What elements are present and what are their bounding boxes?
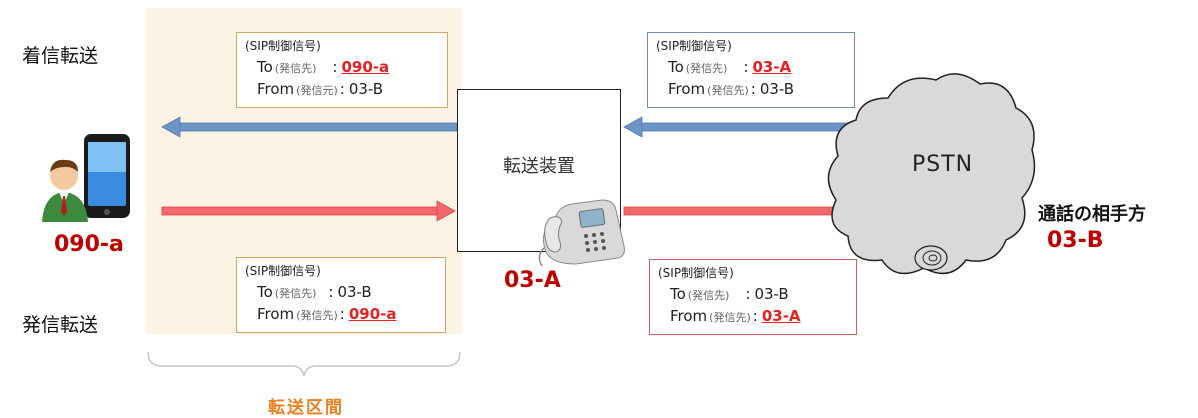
from-key: From (668, 80, 706, 98)
signal-to-row: To (発信先) : 03-A (656, 57, 846, 79)
signal-header: (SIP制御信号) (656, 39, 732, 53)
signal-box-incoming-left: (SIP制御信号) To (発信先) : 090-a From (発信元) : … (236, 32, 448, 108)
from-value: 03-B (759, 80, 795, 98)
to-sub: (発信先) (274, 287, 317, 300)
from-key: From (257, 305, 295, 323)
to-sep: : (743, 58, 749, 76)
partner-label: 通話の相手方 (1038, 204, 1146, 225)
outgoing-arrow-left (161, 200, 456, 222)
signal-header: (SIP制御信号) (658, 266, 734, 280)
from-sub: (発信先) (707, 84, 749, 97)
forwarding-section-label: 転送区間 (268, 398, 344, 418)
to-key: To (668, 58, 684, 76)
to-value: 03-B (754, 285, 789, 303)
signal-header: (SIP制御信号) (245, 39, 321, 53)
from-sub: (発信元) (296, 84, 338, 97)
incoming-arrow-left (161, 116, 458, 138)
from-sub: (発信先) (709, 311, 751, 324)
to-value: 090-a (341, 58, 390, 76)
to-sub: (発信先) (685, 62, 728, 75)
from-value: 090-a (348, 305, 397, 323)
signal-box-outgoing-right: (SIP制御信号) To (発信先) : 03-B From (発信先) : 0… (649, 259, 857, 335)
from-sub: (発信先) (296, 309, 338, 322)
to-key: To (670, 285, 686, 303)
signal-to-row: To (発信先) : 03-B (245, 282, 437, 304)
forwarding-section-brace (147, 351, 461, 377)
from-sep: : (339, 305, 345, 323)
from-sep: : (339, 80, 345, 98)
partner-number: 03-B (1047, 228, 1104, 253)
from-sep: : (752, 307, 758, 325)
from-value: 03-B (348, 80, 384, 98)
from-value: 03-A (761, 307, 801, 325)
from-sep: : (750, 80, 756, 98)
to-value: 03-B (337, 283, 372, 301)
signal-box-outgoing-left: (SIP制御信号) To (発信先) : 03-B From (発信先) : 0… (236, 257, 446, 333)
to-sub: (発信先) (687, 289, 730, 302)
desk-phone-icon (536, 192, 628, 268)
to-sep: : (328, 283, 334, 301)
signal-box-incoming-right: (SIP制御信号) To (発信先) : 03-A From (発信先) : 0… (647, 32, 855, 108)
signal-header: (SIP制御信号) (245, 264, 321, 278)
from-key: From (670, 307, 708, 325)
incoming-forward-label: 着信転送 (22, 45, 99, 67)
to-value: 03-A (752, 58, 792, 76)
signal-from-row: From (発信先) : 03-B (656, 79, 846, 101)
signal-to-row: To (発信先) : 03-B (658, 284, 848, 306)
to-key: To (257, 58, 273, 76)
mobile-number: 090-a (54, 232, 124, 257)
pstn-label: PSTN (912, 152, 974, 177)
to-sep: : (332, 58, 338, 76)
outgoing-forward-label: 発信転送 (22, 314, 99, 336)
signal-from-row: From (発信先) : 03-A (658, 306, 848, 328)
device-label: 転送装置 (503, 156, 575, 177)
signal-from-row: From (発信先) : 090-a (245, 304, 437, 326)
signal-to-row: To (発信先) : 090-a (245, 57, 439, 79)
person-with-smartphone-icon (40, 132, 138, 224)
cloud-icon (826, 68, 1040, 298)
signal-from-row: From (発信元) : 03-B (245, 79, 439, 101)
to-sep: : (745, 285, 751, 303)
device-number: 03-A (504, 268, 561, 293)
to-sub: (発信先) (274, 62, 317, 75)
from-key: From (257, 80, 295, 98)
to-key: To (257, 283, 273, 301)
